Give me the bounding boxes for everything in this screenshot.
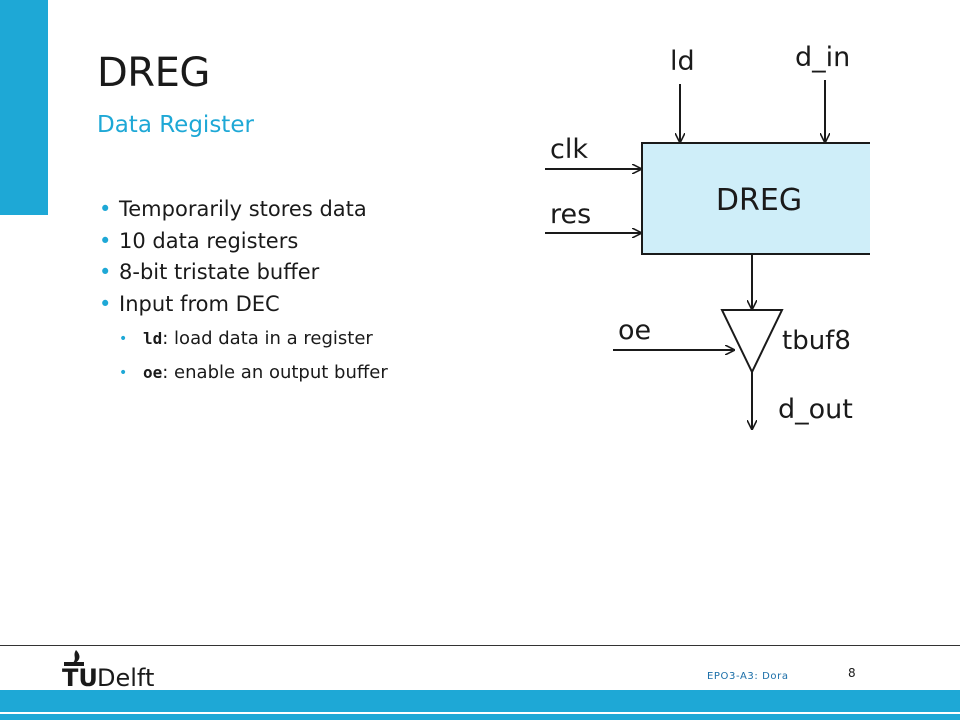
tu-delft-logo: TU Delft: [62, 650, 154, 692]
sub-bullet-list: ld: load data in a register oe: enable a…: [119, 322, 388, 390]
signal-name-oe: oe: [143, 363, 163, 382]
dreg-block: [641, 142, 870, 255]
bullet-item: Input from DEC ld: load data in a regist…: [99, 289, 388, 391]
label-tbuf8: tbuf8: [782, 326, 851, 356]
label-d-in: d_in: [795, 42, 850, 73]
sub-bullet-item: oe: enable an output buffer: [119, 356, 388, 390]
label-clk: clk: [550, 134, 588, 165]
course-label: EPO3-A3: Dora: [707, 671, 789, 682]
tristate-buffer: [720, 309, 784, 375]
bullet-item: Temporarily stores data: [99, 194, 388, 226]
dreg-block-diagram: ld d_in clk res DREG tbuf8 oe d_out: [545, 42, 870, 440]
slide-title: DREG: [97, 50, 210, 96]
footer-band: [0, 690, 960, 720]
page-number: 8: [848, 666, 856, 680]
label-oe: oe: [618, 315, 651, 346]
logo-letters: TU: [62, 664, 98, 692]
flame-icon: [72, 650, 80, 664]
logo-text: Delft: [97, 664, 154, 692]
bullet-item: 10 data registers: [99, 226, 388, 258]
dreg-block-label: DREG: [716, 183, 802, 218]
sub-bullet-item: ld: load data in a register: [119, 322, 388, 356]
bullet-list: Temporarily stores data 10 data register…: [99, 194, 388, 390]
accent-bar: [0, 0, 48, 215]
sub-bullet-text: : enable an output buffer: [162, 362, 388, 383]
bullet-item: 8-bit tristate buffer: [99, 257, 388, 289]
footer-stripe: [0, 712, 960, 714]
slide-subtitle: Data Register: [97, 112, 254, 138]
label-ld: ld: [670, 46, 695, 77]
sub-bullet-text: : load data in a register: [162, 328, 373, 349]
bullet-text: Input from DEC: [119, 291, 280, 316]
footer-divider: [0, 645, 960, 646]
signal-name-ld: ld: [143, 329, 163, 348]
label-d-out: d_out: [778, 394, 853, 425]
label-res: res: [550, 199, 591, 230]
